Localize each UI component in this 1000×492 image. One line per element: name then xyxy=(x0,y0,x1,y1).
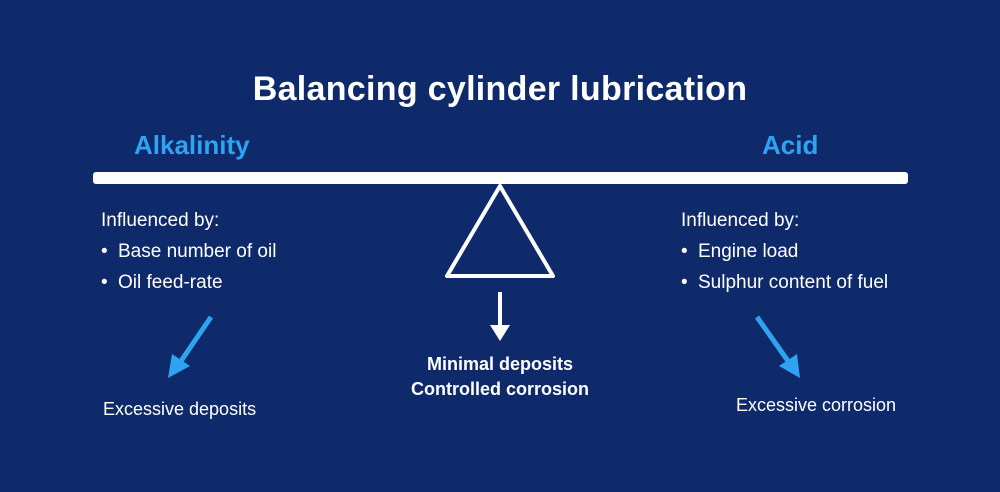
alkalinity-influences: Influenced by: Base number of oil Oil fe… xyxy=(101,210,276,303)
triangle-fulcrum-icon xyxy=(445,184,555,278)
balanced-outcome-line-1: Minimal deposits xyxy=(426,354,574,374)
influenced-by-heading: Influenced by: xyxy=(681,210,800,231)
influenced-by-heading: Influenced by: xyxy=(101,210,220,231)
arrow-down-right-icon xyxy=(754,315,800,378)
balance-beam xyxy=(93,172,908,184)
excessive-corrosion-outcome: Excessive corrosion xyxy=(736,395,897,415)
list-item: Oil feed-rate xyxy=(101,272,276,294)
arrow-down-icon xyxy=(490,292,510,341)
acid-label: Acid xyxy=(762,130,819,160)
balanced-outcome: Minimal deposits Controlled corrosion xyxy=(380,352,620,402)
diagram-title: Balancing cylinder lubrication xyxy=(252,70,748,108)
excessive-deposits-outcome: Excessive deposits xyxy=(103,399,257,419)
list-item: Engine load xyxy=(681,241,888,263)
acid-influences: Influenced by: Engine load Sulphur conte… xyxy=(681,210,888,303)
list-item: Sulphur content of fuel xyxy=(681,272,888,294)
balanced-outcome-line-2: Controlled corrosion xyxy=(410,379,589,399)
alkalinity-label: Alkalinity xyxy=(134,130,250,160)
list-item: Base number of oil xyxy=(101,241,276,263)
arrow-down-left-icon xyxy=(168,315,214,378)
